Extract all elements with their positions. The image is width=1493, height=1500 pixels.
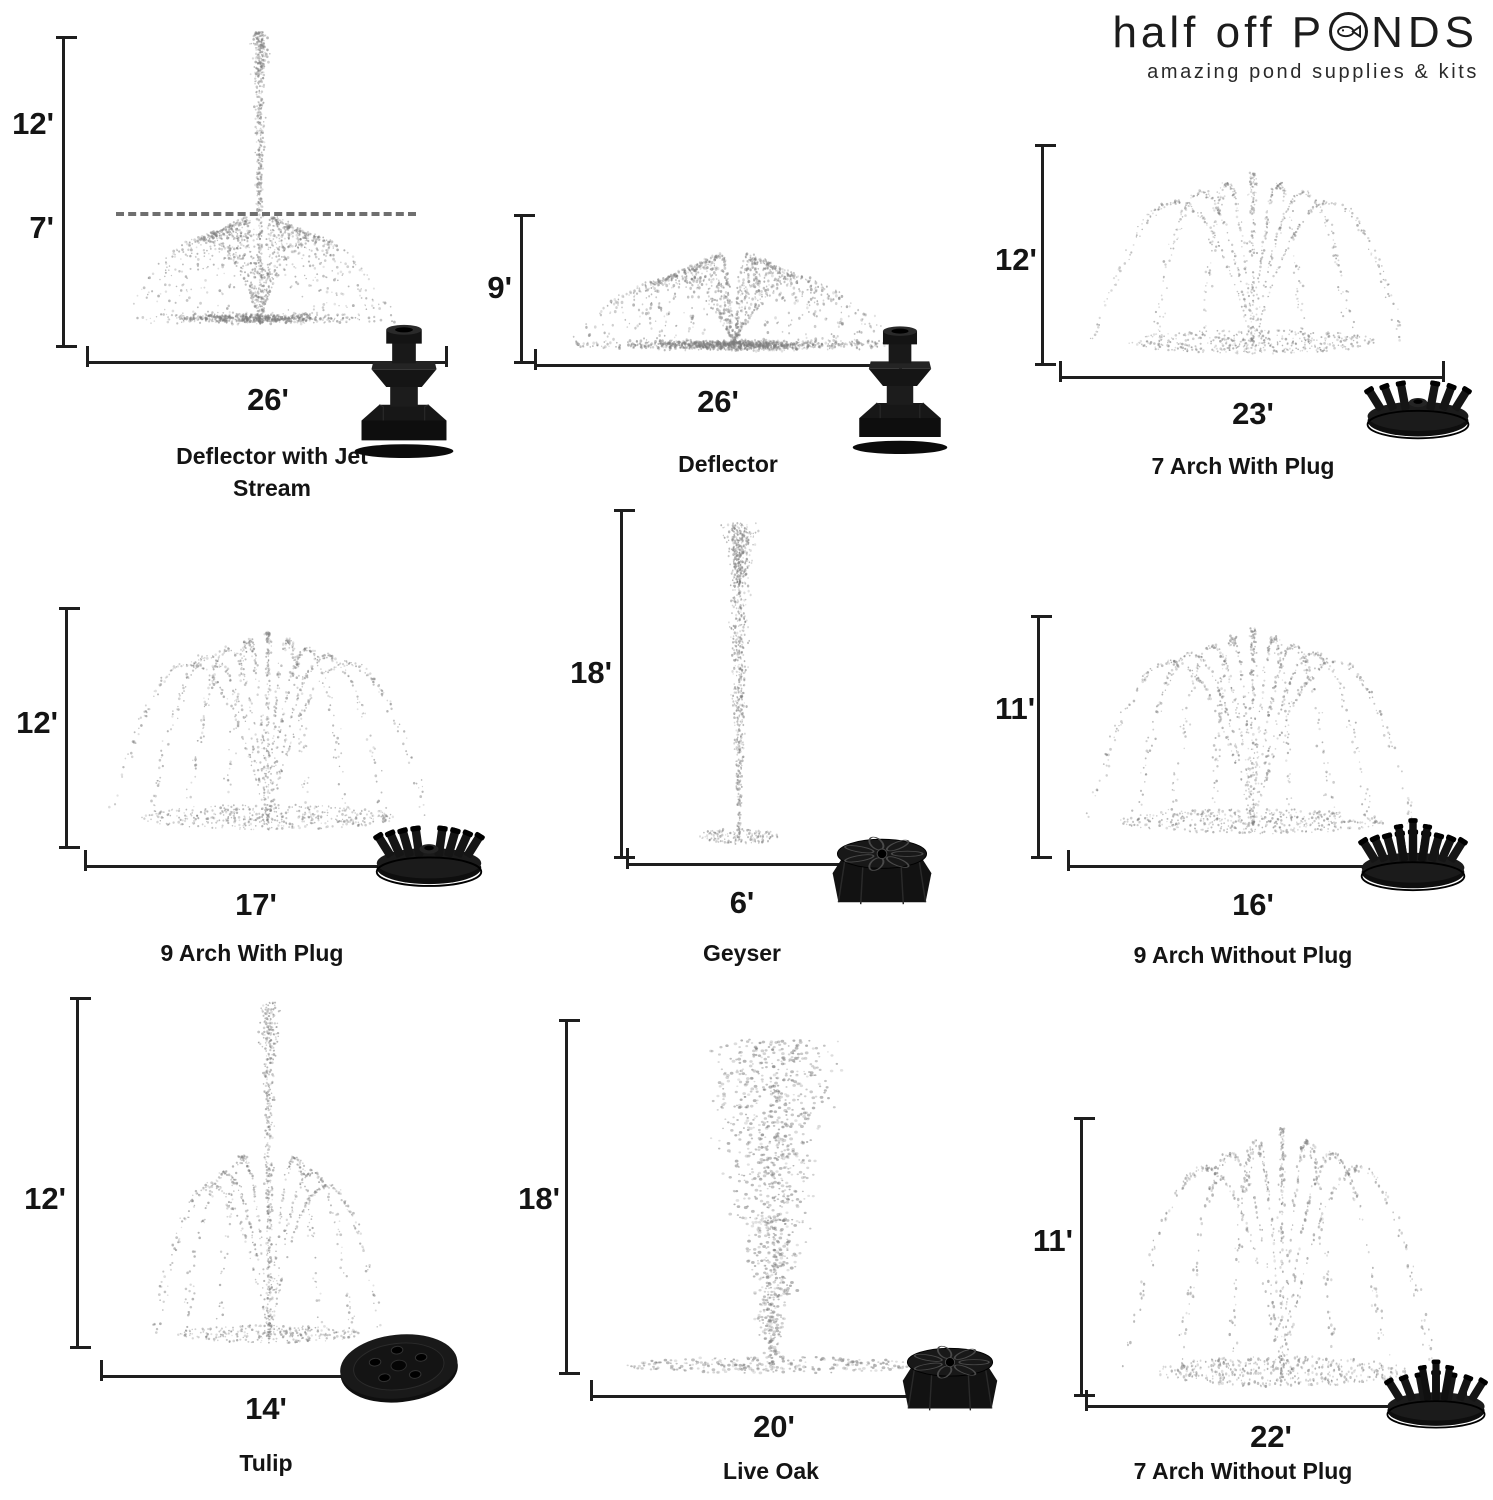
- height-label: 18': [570, 655, 612, 690]
- width-dimension-line: [1059, 361, 1445, 382]
- height-label: 11': [1032, 1223, 1073, 1258]
- height-dimension-line: [514, 214, 535, 364]
- height-dimension-line: [56, 36, 77, 348]
- height-label: 12': [16, 705, 58, 740]
- height-label: 11': [995, 691, 1036, 726]
- width-label: 23': [1232, 396, 1274, 431]
- fountain-spray-illustration: [1085, 627, 1417, 835]
- brand-tagline: amazing pond supplies & kits: [1147, 61, 1479, 83]
- geyser-nozzle-photo: [902, 1345, 998, 1411]
- fountain-spray-illustration: [132, 30, 396, 326]
- height-dimension-line: [1035, 144, 1056, 366]
- deflector-nozzle-photo: [852, 326, 948, 455]
- deflector-nozzle-photo: [354, 324, 454, 459]
- width-dimension-line: [534, 349, 902, 370]
- fountain-name: 9 Arch Without Plug: [1133, 942, 1353, 968]
- panel-deflector-with-jet-stream: 12' 7' 26' Deflector with Jet Stream: [10, 20, 490, 510]
- fountain-spray-illustration: [1121, 1127, 1439, 1389]
- panel-7-arch-without-plug: 11' 22' 7 Arch Without Plug: [995, 985, 1493, 1500]
- deflector-height-dashed-line: [116, 212, 416, 216]
- panel-live-oak: 18' 20' Live Oak: [470, 985, 998, 1500]
- panel-tulip: 12' 14' Tulip: [10, 985, 490, 1500]
- height-dimension-line: [614, 509, 635, 859]
- height-dimension-line: [1031, 615, 1052, 859]
- width-label: 6': [729, 885, 755, 920]
- width-label: 17': [235, 887, 277, 922]
- tulip-nozzle-photo: [340, 1334, 458, 1403]
- height-label: 9': [487, 270, 512, 305]
- arch-nozzle-photo: [1358, 818, 1468, 892]
- arch-nozzle-photo: [1384, 1359, 1488, 1429]
- secondary-height-label: 7': [29, 210, 54, 245]
- panel-deflector: 9' 26' Deflector: [470, 20, 990, 510]
- brand-letters-rest: NDS: [1371, 8, 1479, 57]
- height-dimension-line: [1074, 1117, 1095, 1397]
- height-dimension-line: [70, 997, 91, 1349]
- brand-letter-p: P: [1291, 8, 1327, 57]
- fountain-name: Live Oak: [723, 1458, 819, 1484]
- width-label: 14': [245, 1391, 287, 1426]
- fountain-name: Deflector: [678, 451, 778, 477]
- height-label: 12': [995, 242, 1037, 277]
- arch-nozzle-photo: [1364, 380, 1472, 440]
- width-dimension-line: [86, 346, 448, 367]
- width-label: 16': [1232, 887, 1274, 922]
- fountain-name: Geyser: [702, 940, 781, 966]
- width-label: 20': [753, 1409, 795, 1444]
- panel-9-arch-without-plug: 11' 16' 9 Arch Without Plug: [995, 505, 1493, 975]
- fountain-name: 7 Arch Without Plug: [1133, 1458, 1353, 1484]
- fountain-spray-illustration: [152, 1001, 382, 1345]
- fish-in-o-icon: [1329, 12, 1369, 51]
- brand-title: half off P NDS: [1112, 8, 1479, 58]
- fountain-name: 7 Arch With Plug: [1151, 453, 1335, 479]
- arch-nozzle-photo: [373, 825, 485, 887]
- panel-geyser: 18' 6' Geyser: [470, 505, 990, 975]
- height-label: 12': [12, 106, 54, 141]
- height-label: 18': [518, 1181, 560, 1216]
- fountain-name: 9 Arch With Plug: [160, 940, 344, 966]
- fountain-spray-illustration: [626, 1038, 919, 1375]
- fountain-spray-illustration: [699, 522, 779, 845]
- brand-name: P NDS: [1292, 8, 1479, 57]
- geyser-nozzle-photo: [832, 836, 932, 905]
- brand-logo: half off P NDS amazing pond supplies & kit…: [1112, 8, 1479, 84]
- width-label: 26': [697, 384, 739, 419]
- height-dimension-line: [559, 1019, 580, 1375]
- width-dimension-line: [626, 848, 858, 869]
- fish-icon: [1337, 24, 1362, 39]
- height-dimension-line: [59, 607, 80, 849]
- width-label: 26': [247, 382, 289, 417]
- fountain-spray-illustration: [572, 252, 896, 353]
- fountain-spray-illustration: [108, 630, 426, 831]
- panel-7-arch-with-plug: 12' 23' 7 Arch With Plug: [995, 20, 1493, 510]
- fountain-name: Deflector with Jet Stream: [176, 443, 368, 502]
- height-label: 12': [24, 1181, 66, 1216]
- fountain-spray-illustration: [1089, 171, 1402, 355]
- panel-9-arch-with-plug: 12' 17' 9 Arch With Plug: [10, 505, 490, 975]
- brand-prefix: half off: [1112, 8, 1276, 57]
- fountain-name: Tulip: [239, 1450, 293, 1476]
- width-label: 22': [1250, 1419, 1292, 1454]
